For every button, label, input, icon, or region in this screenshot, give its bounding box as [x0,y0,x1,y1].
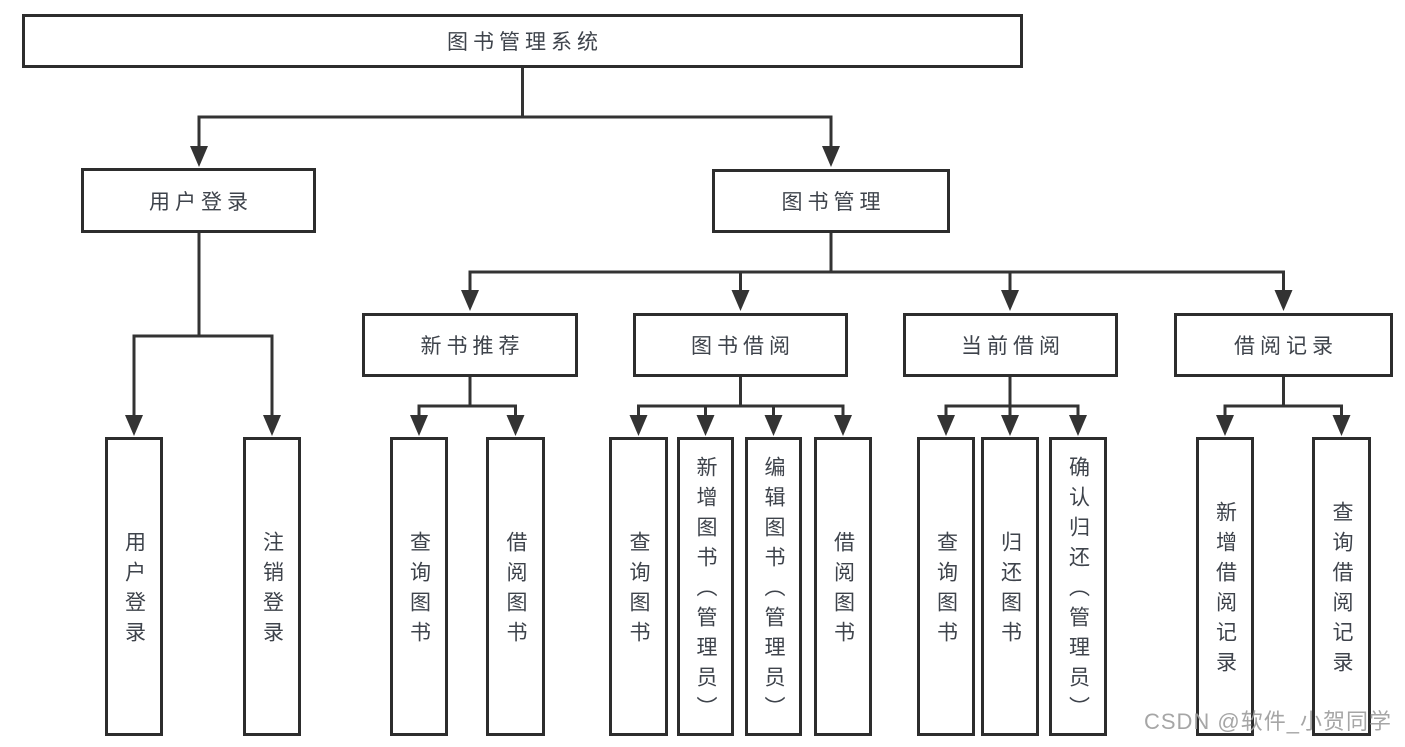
leaf-records-query-record-label: 查询借阅记录 [1330,501,1353,681]
arrowhead [1001,415,1019,436]
node-new-book-recommend: 新书推荐 [362,313,578,377]
node-new-book-recommend-label: 新书推荐 [420,335,525,358]
leaf-current-confirm-return-admin-label: 确认归还（管理员） [1066,456,1090,726]
arrowhead [937,415,955,436]
arrowhead [629,415,648,436]
leaf-borrow-borrow-books: 借阅图书 [814,437,872,736]
leaf-current-return-books: 归还图书 [981,437,1039,736]
node-book-borrowing: 图书借阅 [633,313,848,377]
leaf-records-add-record-label: 新增借阅记录 [1213,501,1237,681]
arrowhead [834,415,852,436]
leaf-newbook-query-books: 查询图书 [390,437,448,736]
watermark-text: CSDN @软件_小贺同学 [1143,709,1392,734]
node-borrowing-records: 借阅记录 [1174,313,1393,377]
arrowhead [1274,290,1293,311]
leaf-newbook-query-books-label: 查询图书 [407,531,431,651]
leaf-borrow-edit-books-admin-label: 编辑图书（管理员） [762,456,785,726]
arrowhead [731,290,750,311]
arrowhead [764,415,783,436]
leaf-user-login: 用户登录 [105,437,163,736]
node-current-borrowing-label: 当前借阅 [961,335,1065,358]
node-book-borrowing-label: 图书借阅 [691,335,795,358]
leaf-logout-label: 注销登录 [260,531,284,651]
node-borrowing-records-label: 借阅记录 [1234,335,1338,358]
arrowhead [461,290,479,311]
node-user-login: 用户登录 [81,168,316,233]
node-book-management-label: 图书管理 [781,191,886,214]
arrowhead [1069,415,1087,436]
arrowhead [1001,290,1019,311]
leaf-newbook-borrow-books: 借阅图书 [486,437,545,736]
arrowhead [190,146,208,167]
node-book-management: 图书管理 [712,169,950,233]
leaf-logout: 注销登录 [243,437,301,736]
leaf-records-add-record: 新增借阅记录 [1196,437,1254,736]
arrowheads [125,146,1351,436]
leaf-newbook-borrow-books-label: 借阅图书 [504,531,527,651]
leaf-records-query-record: 查询借阅记录 [1312,437,1371,736]
leaf-borrow-add-books-admin-label: 新增图书（管理员） [694,456,717,726]
arrowhead [125,415,143,436]
arrowhead [822,146,840,167]
node-user-login-label: 用户登录 [149,190,253,214]
leaf-current-return-books-label: 归还图书 [998,531,1022,651]
leaf-borrow-query-books: 查询图书 [609,437,668,736]
leaf-user-login-label: 用户登录 [122,531,146,651]
leaf-borrow-edit-books-admin: 编辑图书（管理员） [745,437,802,736]
arrowhead [1332,415,1351,436]
leaf-borrow-borrow-books-label: 借阅图书 [831,531,855,651]
leaf-borrow-query-books-label: 查询图书 [627,531,650,651]
leaf-borrow-add-books-admin: 新增图书（管理员） [677,437,734,736]
leaf-current-query-books-label: 查询图书 [934,531,958,651]
node-library-system-label: 图书管理系统 [447,31,603,54]
watermark: CSDN @软件_小贺同学 [1144,704,1392,736]
leaf-current-confirm-return-admin: 确认归还（管理员） [1049,437,1107,736]
node-current-borrowing: 当前借阅 [903,313,1118,377]
arrowhead [506,415,525,436]
leaf-current-query-books: 查询图书 [917,437,975,736]
arrowhead [410,415,428,436]
arrowhead [1216,415,1234,436]
arrowhead [696,415,715,436]
node-library-system: 图书管理系统 [22,14,1023,68]
arrowhead [263,415,281,436]
